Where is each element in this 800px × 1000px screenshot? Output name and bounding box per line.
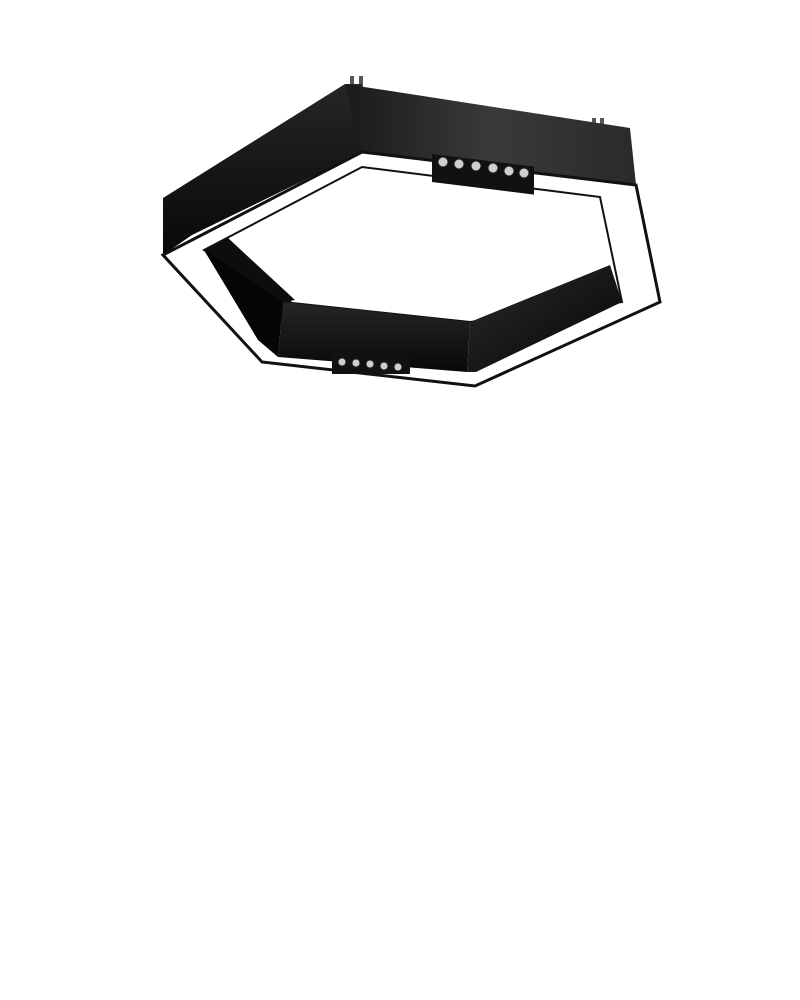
housing-inner-front bbox=[278, 302, 470, 372]
spot-module-front bbox=[332, 352, 410, 374]
housing-back-right bbox=[345, 84, 636, 185]
housing-inner-right bbox=[467, 265, 622, 372]
spot-module-back bbox=[432, 154, 534, 195]
housing-back-left bbox=[163, 84, 362, 255]
housing-inner-lower-left bbox=[204, 250, 283, 357]
